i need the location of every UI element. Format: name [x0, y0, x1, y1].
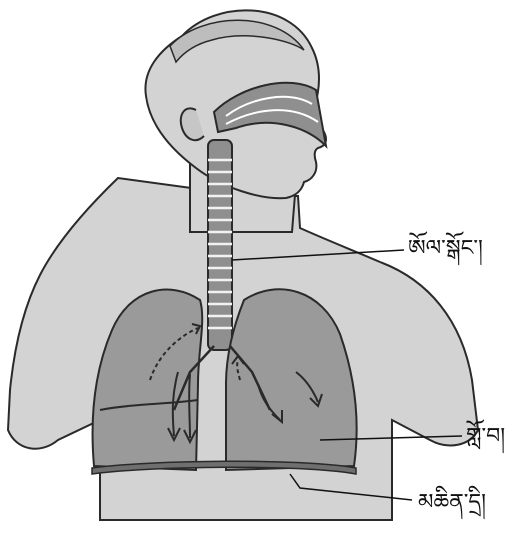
label-lungs: གློ་བ།: [466, 426, 505, 448]
label-diaphragm: མཆིན་དྲི།: [418, 492, 486, 514]
trachea-rings: [208, 160, 232, 328]
label-trachea: ཨོལ་སྒོང་།: [408, 238, 483, 260]
